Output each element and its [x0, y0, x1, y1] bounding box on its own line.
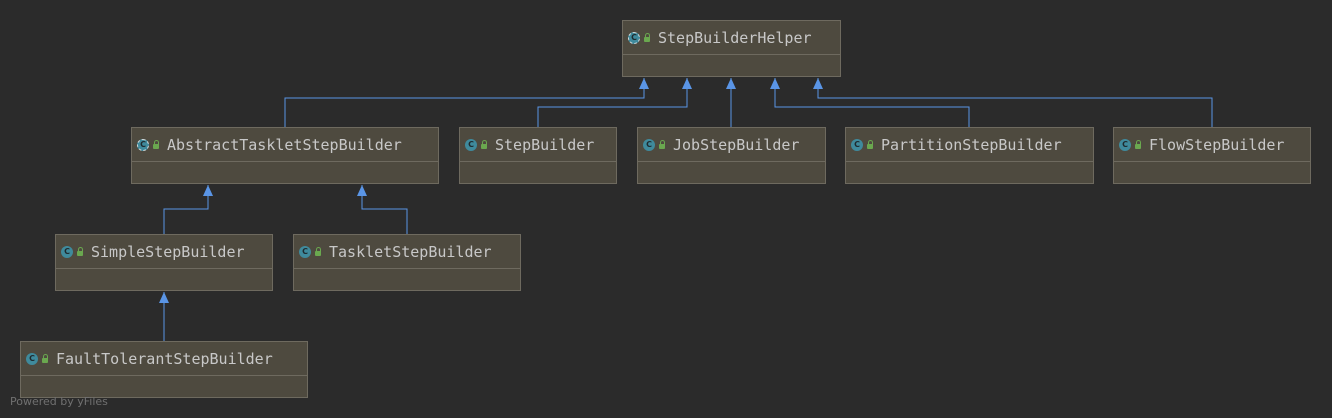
public-lock-icon [42, 354, 48, 363]
class-node-stepbuilder[interactable]: C StepBuilder [459, 127, 617, 184]
class-node-stepbuilderhelper[interactable]: C StepBuilderHelper [622, 20, 841, 77]
class-node-header: C SimpleStepBuilder [56, 235, 272, 269]
inheritance-arrowhead [770, 78, 780, 89]
inheritance-arrowhead [682, 78, 692, 89]
class-node-taskletstepbuilder[interactable]: C TaskletStepBuilder [293, 234, 521, 291]
class-icon: C [299, 245, 311, 258]
inheritance-edge [537, 78, 688, 127]
public-lock-icon [153, 140, 159, 149]
abstract-class-icon: C [628, 31, 640, 44]
class-name: PartitionStepBuilder [881, 135, 1062, 154]
public-lock-icon [659, 140, 665, 149]
class-node-header: C StepBuilderHelper [623, 21, 840, 55]
public-lock-icon [1135, 140, 1141, 149]
inheritance-edge [163, 185, 209, 234]
inheritance-arrowhead [726, 78, 736, 89]
class-icon: C [851, 138, 863, 151]
class-node-header: C JobStepBuilder [638, 128, 825, 162]
class-icon: C [26, 352, 38, 365]
class-node-header: C TaskletStepBuilder [294, 235, 520, 269]
class-node-flowstepbuilder[interactable]: C FlowStepBuilder [1113, 127, 1311, 184]
class-icon: C [1119, 138, 1131, 151]
inheritance-edge [774, 78, 970, 127]
inheritance-arrowhead [357, 185, 367, 196]
class-node-simplestepbuilder[interactable]: C SimpleStepBuilder [55, 234, 273, 291]
inheritance-arrowhead [639, 78, 649, 89]
class-name: FlowStepBuilder [1149, 135, 1285, 154]
class-node-header: C FaultTolerantStepBuilder [21, 342, 307, 376]
class-name: StepBuilderHelper [658, 28, 812, 47]
class-node-abstracttaskletstepbuilder[interactable]: C AbstractTaskletStepBuilder [131, 127, 439, 184]
inheritance-arrowhead [813, 78, 823, 89]
class-node-header: C FlowStepBuilder [1114, 128, 1310, 162]
class-node-header: C AbstractTaskletStepBuilder [132, 128, 438, 162]
class-node-header: C PartitionStepBuilder [846, 128, 1093, 162]
class-name: StepBuilder [495, 135, 595, 154]
class-name: AbstractTaskletStepBuilder [167, 135, 402, 154]
class-node-faulttolerantstepbuilder[interactable]: C FaultTolerantStepBuilder [20, 341, 308, 398]
public-lock-icon [867, 140, 873, 149]
inheritance-edge [817, 78, 1213, 127]
public-lock-icon [77, 247, 83, 256]
inheritance-arrowhead [203, 185, 213, 196]
class-icon: C [465, 138, 477, 151]
class-name: TaskletStepBuilder [329, 242, 492, 261]
public-lock-icon [481, 140, 487, 149]
yfiles-watermark: Powered by yFiles [10, 395, 108, 408]
class-node-jobstepbuilder[interactable]: C JobStepBuilder [637, 127, 826, 184]
public-lock-icon [315, 247, 321, 256]
abstract-class-icon: C [137, 138, 149, 151]
class-node-partitionstepbuilder[interactable]: C PartitionStepBuilder [845, 127, 1094, 184]
class-name: JobStepBuilder [673, 135, 800, 154]
inheritance-arrowhead [159, 292, 169, 303]
class-icon: C [643, 138, 655, 151]
inheritance-edge [284, 78, 645, 127]
public-lock-icon [644, 33, 650, 42]
class-name: FaultTolerantStepBuilder [56, 349, 273, 368]
inheritance-edge [361, 185, 408, 234]
class-name: SimpleStepBuilder [91, 242, 245, 261]
class-node-header: C StepBuilder [460, 128, 616, 162]
class-icon: C [61, 245, 73, 258]
